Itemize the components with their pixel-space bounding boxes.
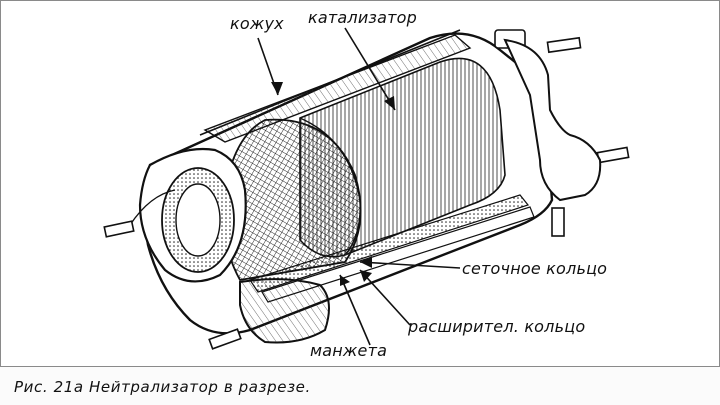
casing-top-wall	[203, 34, 472, 143]
leader-lines	[257, 27, 461, 346]
outlet-flange	[503, 38, 602, 202]
label-cuff: манжета	[310, 341, 388, 360]
label-expansion-ring: расширител. кольцо	[408, 317, 586, 336]
label-casing: кожух	[230, 14, 284, 33]
inlet-flange	[129, 147, 247, 283]
leader-arrowheads	[271, 82, 395, 286]
label-mesh-ring: сеточное кольцо	[462, 259, 608, 278]
catalytic-converter-cutaway-drawing	[103, 27, 630, 350]
figure-caption: Рис. 21а Нейтрализатор в разрезе.	[14, 378, 311, 396]
stud-bolts	[103, 29, 630, 350]
label-catalyst: катализатор	[308, 8, 417, 27]
cuff	[239, 278, 330, 344]
